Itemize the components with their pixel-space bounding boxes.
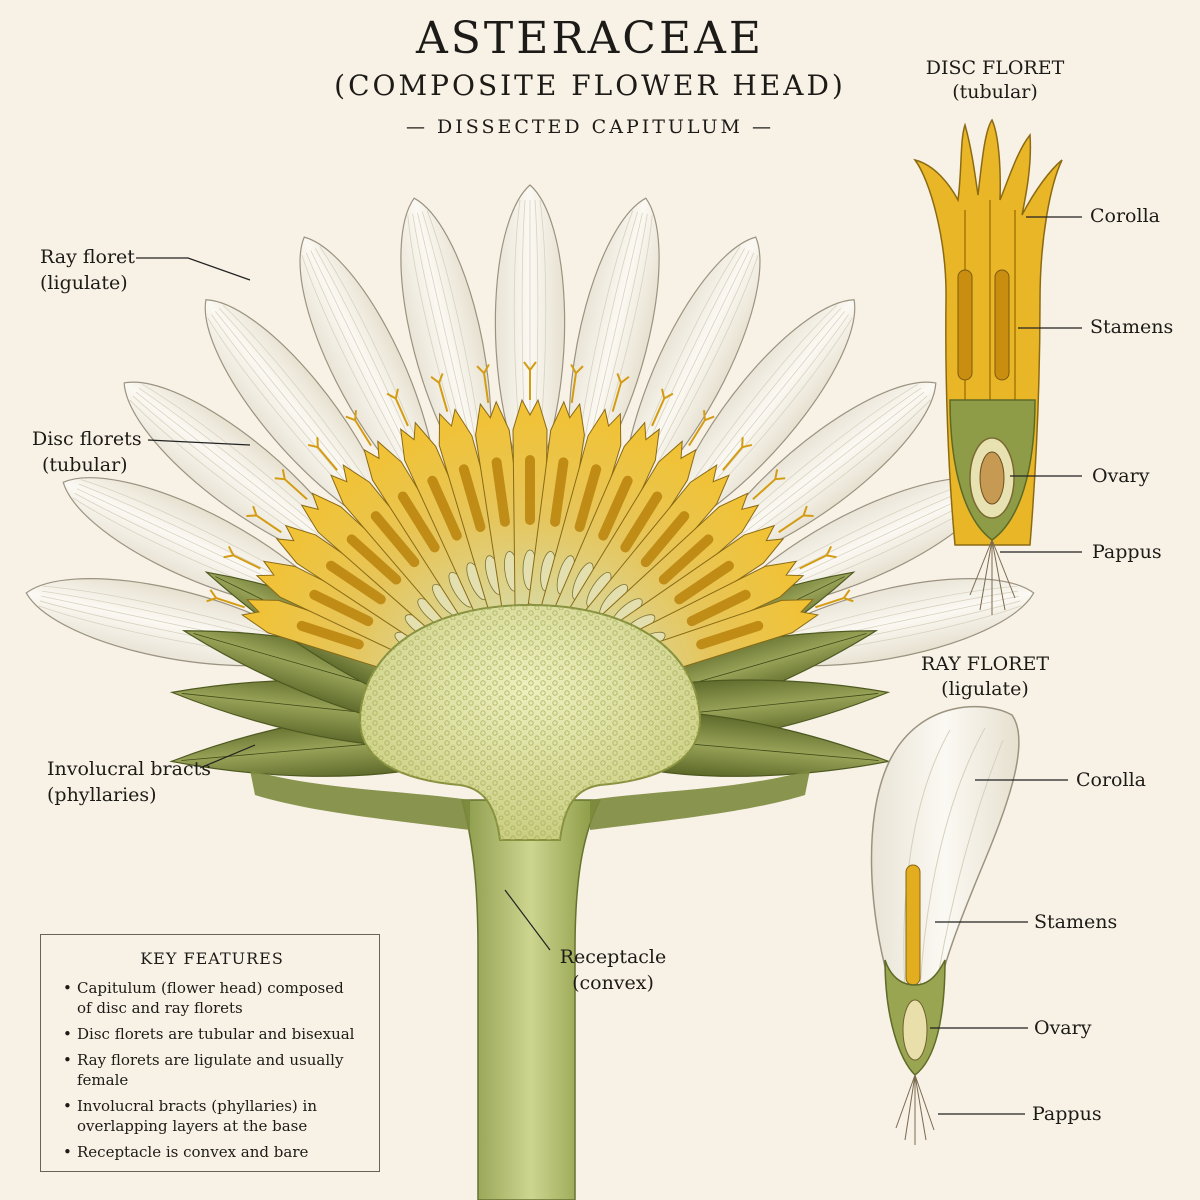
- page-title: ASTERACEAE: [416, 13, 764, 64]
- key-features-heading: KEY FEATURES: [140, 949, 284, 968]
- ray-petal: [568, 197, 660, 479]
- ray-label-corolla: Corolla: [1076, 769, 1146, 791]
- ray-label-ovary: Ovary: [1034, 1017, 1092, 1039]
- section-kicker: — DISSECTED CAPITULUM —: [405, 116, 775, 138]
- ray-label-stamens: Stamens: [1034, 911, 1118, 933]
- ray-label-pappus: Pappus: [1032, 1103, 1102, 1125]
- disc-floret-panel-title: DISC FLORET: [925, 57, 1065, 79]
- stem: [461, 799, 602, 1200]
- disc-floret: [566, 410, 715, 629]
- disc-label-corolla: Corolla: [1090, 205, 1160, 227]
- label-disc-florets: Disc florets(tubular): [32, 428, 142, 476]
- ray-floret-panel-title: RAY FLORET: [920, 653, 1050, 675]
- label-receptacle: Receptacle(convex): [559, 946, 667, 994]
- ray-floret-detail: [870, 705, 1020, 1145]
- key-feature-item: Ray florets are ligulate and usually fem…: [63, 1050, 361, 1090]
- key-feature-item: Involucral bracts (phyllaries) in overla…: [63, 1096, 361, 1136]
- key-feature-item: Disc florets are tubular and bisexual: [63, 1024, 361, 1044]
- disc-label-ovary: Ovary: [1092, 465, 1150, 487]
- disc-floret-detail: [913, 118, 1063, 615]
- disc-label-pappus: Pappus: [1092, 541, 1162, 563]
- key-features-box: KEY FEATURES Capitulum (flower head) com…: [40, 934, 380, 1172]
- key-feature-item: Capitulum (flower head) composed of disc…: [63, 978, 361, 1018]
- disc-floret: [554, 388, 674, 620]
- page-subtitle: (COMPOSITE FLOWER HEAD): [334, 69, 846, 102]
- ray-floret-panel-subtitle: (ligulate): [941, 678, 1029, 700]
- label-ray-floret: Ray floret(ligulate): [40, 246, 135, 294]
- key-feature-item: Receptacle is convex and bare: [63, 1142, 361, 1162]
- disc-label-stamens: Stamens: [1090, 316, 1174, 338]
- label-involucral-bracts: Involucral bracts(phyllaries): [47, 758, 211, 806]
- disc-floret: [541, 373, 630, 614]
- disc-floret: [578, 437, 753, 638]
- leader-lines: [136, 216, 1082, 1115]
- key-features-list: Capitulum (flower head) composed of disc…: [63, 978, 361, 1162]
- disc-floret-panel-subtitle: (tubular): [952, 81, 1038, 103]
